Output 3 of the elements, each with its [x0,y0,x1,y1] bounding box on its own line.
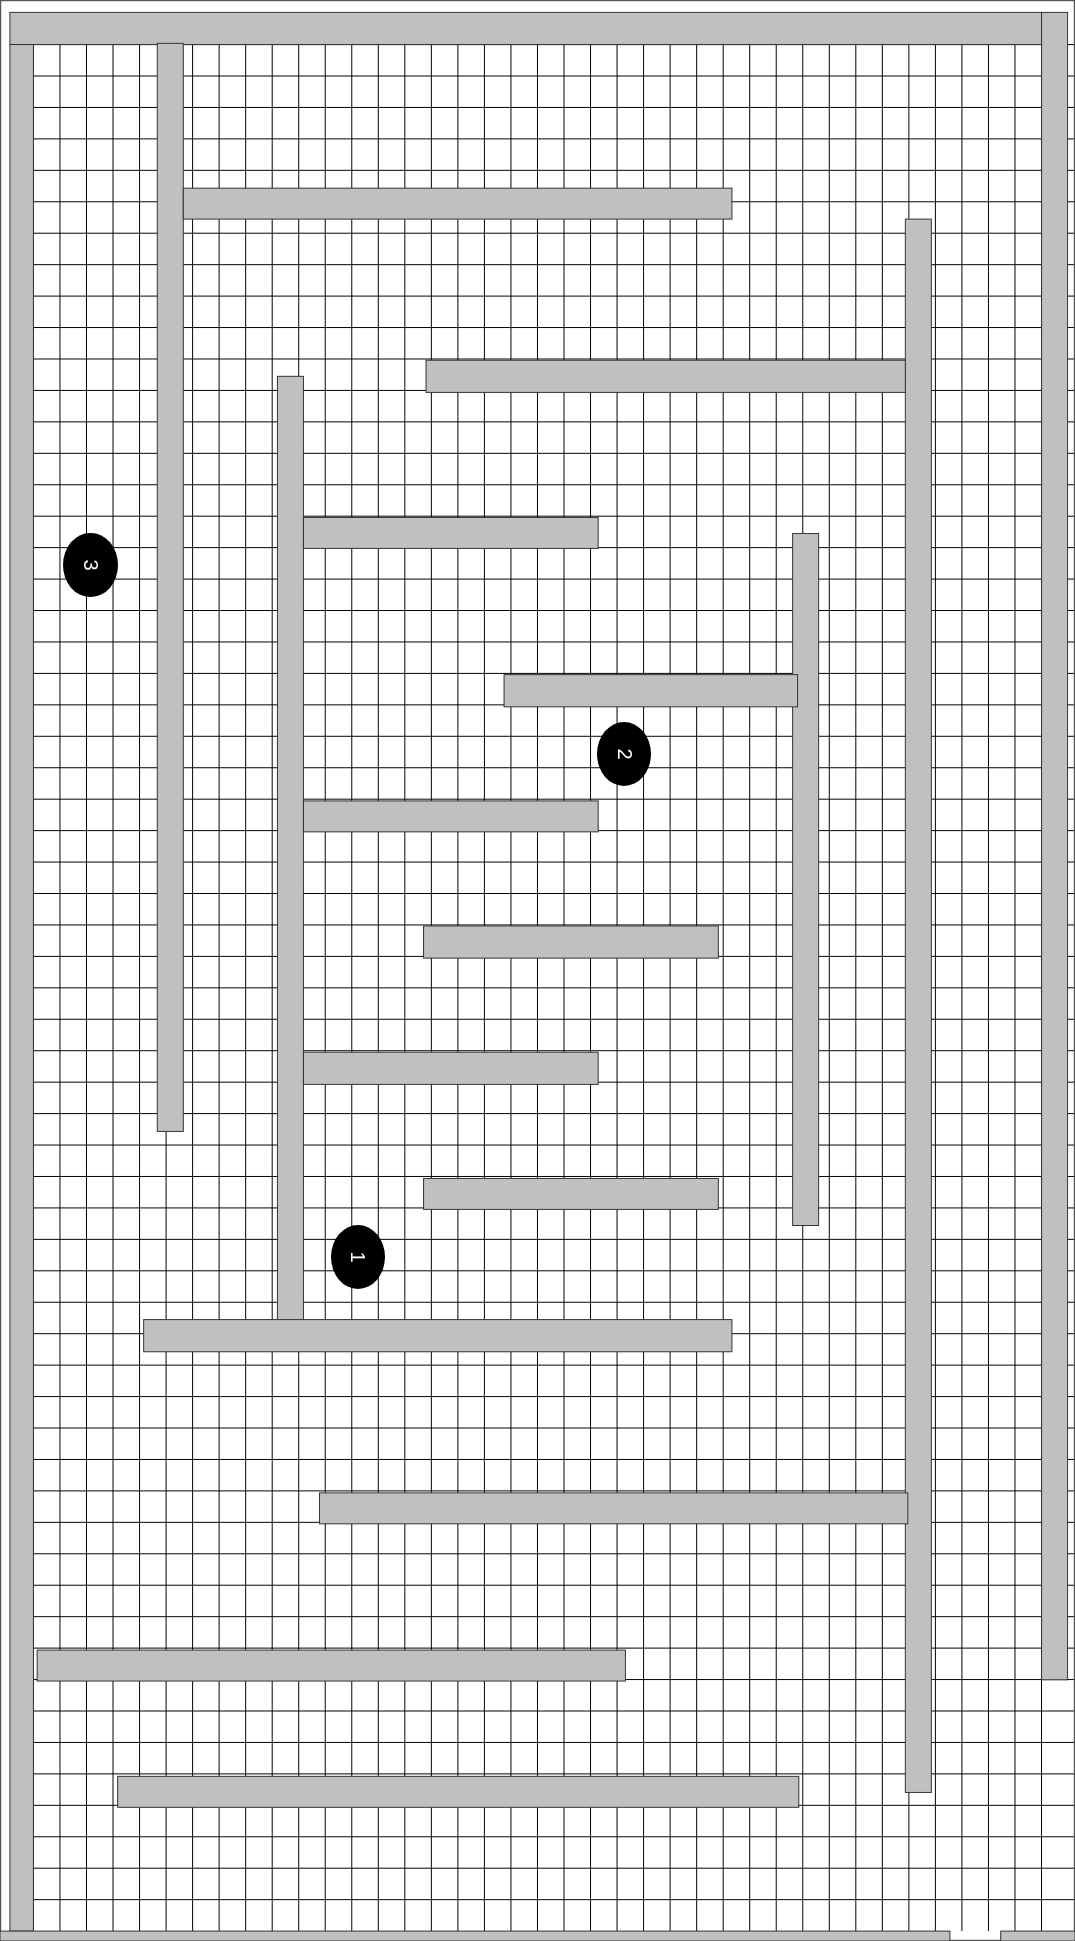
callout-number: 1 [347,1251,368,1263]
callout-number: 3 [80,559,101,571]
callout-number: 2 [614,748,635,760]
